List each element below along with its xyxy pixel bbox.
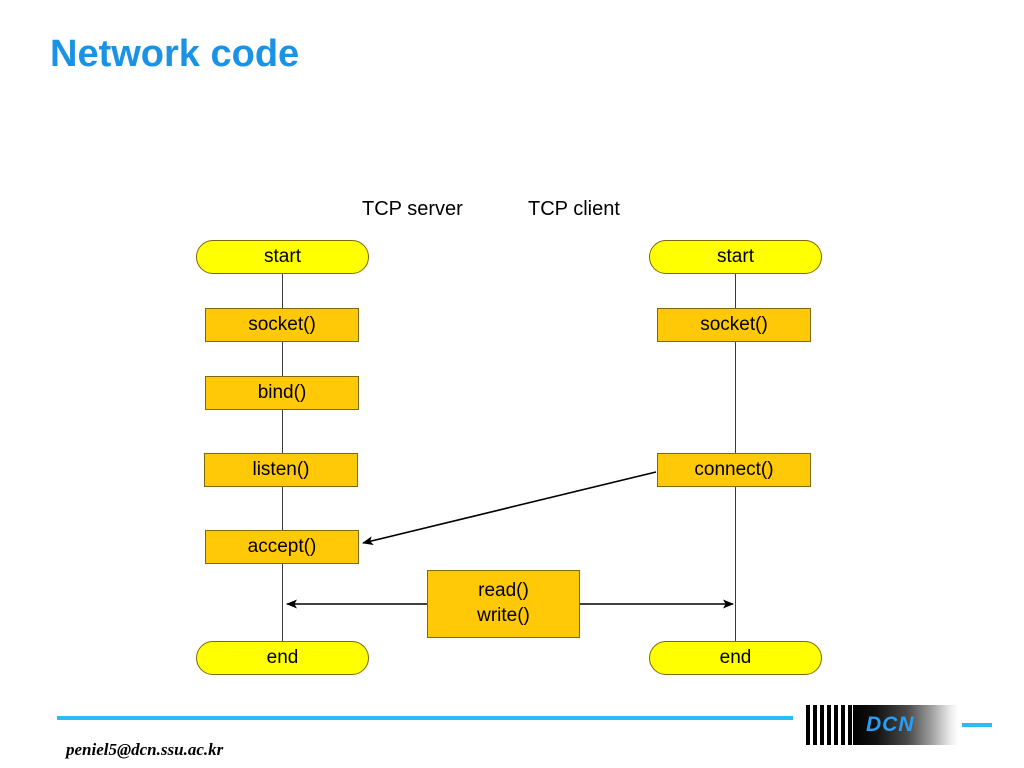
server-node-accept[interactable]: accept() [205, 530, 359, 564]
node-label: start [717, 246, 754, 268]
node-label: start [264, 246, 301, 268]
server-node-listen[interactable]: listen() [204, 453, 358, 487]
page-title: Network code [50, 33, 300, 75]
node-label: accept() [247, 536, 317, 558]
server-node-bind[interactable]: bind() [205, 376, 359, 410]
client-node-end[interactable]: end [649, 641, 822, 675]
node-label: connect() [694, 459, 774, 481]
arrow-connect-to-accept [362, 471, 657, 546]
logo-text: DCN [866, 713, 915, 736]
client-node-socket[interactable]: socket() [657, 308, 811, 342]
node-label: end [266, 647, 299, 669]
node-label: socket() [700, 314, 768, 336]
node-label-read: read() [478, 580, 529, 602]
dcn-logo: DCN [806, 705, 958, 745]
server-node-start[interactable]: start [196, 240, 369, 274]
column-label-tcp-server: TCP server [362, 198, 463, 220]
server-node-socket[interactable]: socket() [205, 308, 359, 342]
client-node-connect[interactable]: connect() [657, 453, 811, 487]
column-label-tcp-client: TCP client [528, 198, 620, 220]
node-label: listen() [252, 459, 310, 481]
footer-divider [57, 716, 793, 720]
node-label-write: write() [477, 605, 530, 626]
shared-node-read-write[interactable]: read() write() [427, 570, 580, 638]
server-node-end[interactable]: end [196, 641, 369, 675]
client-node-start[interactable]: start [649, 240, 822, 274]
node-label: bind() [257, 382, 307, 404]
barcode-icon [806, 705, 853, 745]
logo-gradient-panel [853, 705, 958, 745]
footer-email: peniel5@dcn.ssu.ac.kr [66, 740, 224, 759]
footer-accent-dash [962, 723, 992, 727]
node-label: end [719, 647, 752, 669]
node-label: socket() [248, 314, 316, 336]
